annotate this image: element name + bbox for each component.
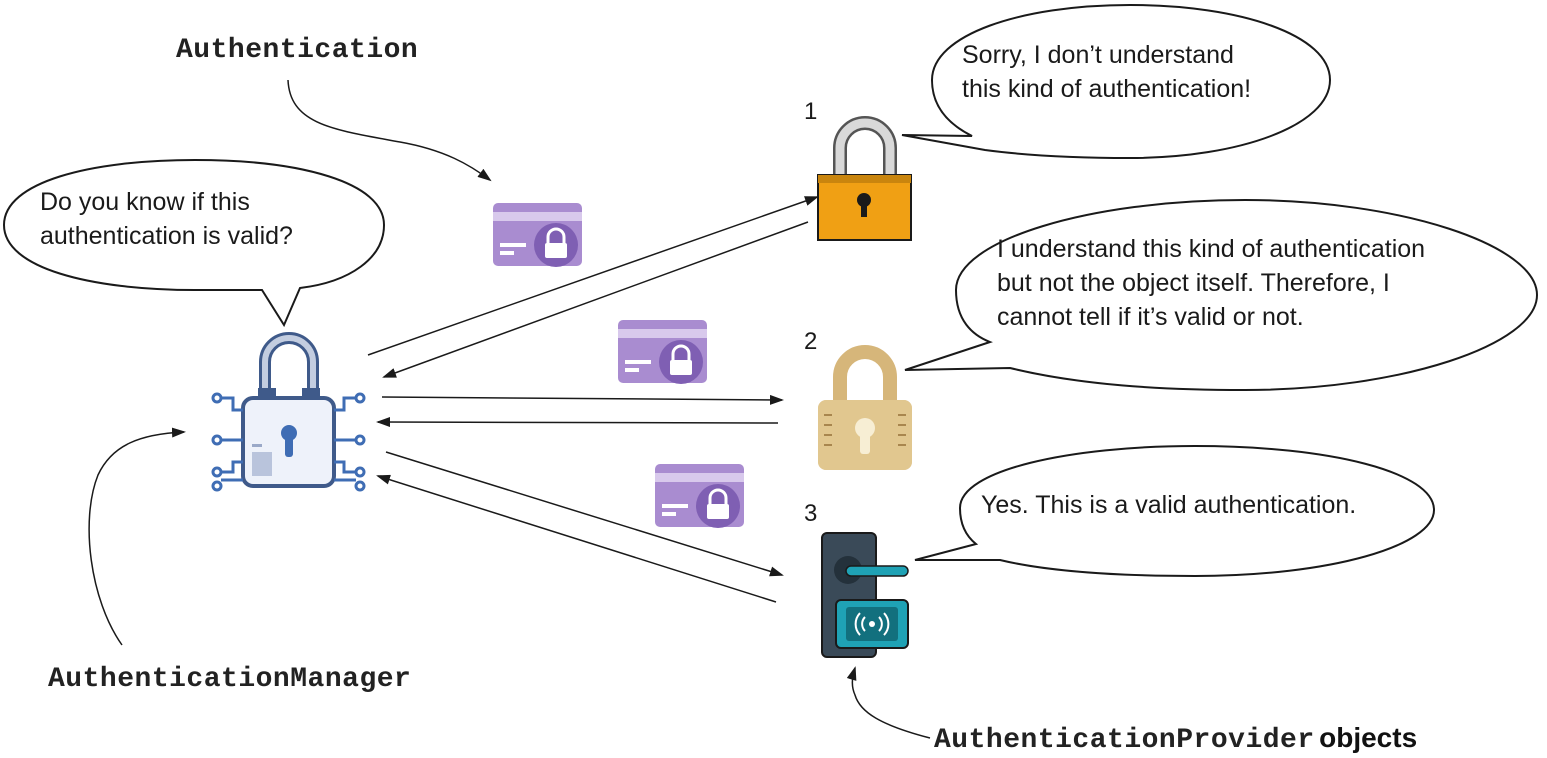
provider2-bubble-line: cannot tell if it’s valid or not. bbox=[997, 303, 1304, 331]
authentication-label: Authentication bbox=[176, 35, 419, 66]
credential-card-icon bbox=[655, 464, 744, 528]
request-arrow-1 bbox=[367, 196, 819, 356]
provider1-bubble-line: this kind of authentication! bbox=[962, 75, 1252, 103]
objects-label: objects bbox=[1319, 722, 1418, 753]
authentication-provider-caption: AuthenticationProvider objects bbox=[934, 722, 1417, 756]
provider-pointer-arrow bbox=[846, 666, 931, 739]
credential-card-icon bbox=[493, 203, 582, 267]
response-arrow-3 bbox=[376, 474, 777, 603]
provider1-bubble-line: Sorry, I don’t understand bbox=[962, 41, 1234, 69]
provider3-bubble-line: Yes. This is a valid authentication. bbox=[981, 491, 1357, 519]
provider2-bubble-line: I understand this kind of authentication bbox=[997, 235, 1426, 263]
gold-padlock-icon bbox=[818, 345, 912, 470]
request-arrow-3 bbox=[385, 451, 784, 577]
circuit-padlock-icon bbox=[211, 332, 366, 492]
provider-number-2: 2 bbox=[804, 328, 818, 355]
credential-card-icon bbox=[618, 320, 707, 384]
provider3-bubble-text: Yes. This is a valid authentication. bbox=[981, 488, 1356, 522]
authentication-pointer-arrow bbox=[287, 79, 492, 182]
provider1-speech-bubble bbox=[901, 3, 1332, 160]
smart-door-lock-icon bbox=[821, 532, 909, 658]
provider-number-1: 1 bbox=[804, 98, 818, 125]
provider-number-3: 3 bbox=[804, 500, 818, 527]
authentication-provider-label: AuthenticationProvider bbox=[934, 725, 1315, 756]
response-arrow-1 bbox=[382, 221, 809, 378]
manager-pointer-arrow bbox=[88, 427, 186, 646]
manager-bubble-line: authentication is valid? bbox=[40, 222, 293, 250]
provider1-bubble-text: Sorry, I don’t understand this kind of a… bbox=[962, 38, 1251, 106]
authentication-manager-label: AuthenticationManager bbox=[48, 664, 412, 695]
request-arrow-2 bbox=[381, 394, 784, 405]
provider2-bubble-text: I understand this kind of authentication… bbox=[997, 232, 1425, 334]
manager-speech-bubble bbox=[2, 158, 386, 328]
orange-padlock-icon bbox=[817, 116, 912, 241]
provider3-speech-bubble bbox=[914, 444, 1436, 578]
response-arrow-2 bbox=[376, 417, 779, 428]
manager-bubble-text: Do you know if this authentication is va… bbox=[40, 185, 293, 253]
provider2-speech-bubble bbox=[904, 198, 1539, 392]
manager-bubble-line: Do you know if this bbox=[40, 188, 250, 216]
provider2-bubble-line: but not the object itself. Therefore, I bbox=[997, 269, 1390, 297]
